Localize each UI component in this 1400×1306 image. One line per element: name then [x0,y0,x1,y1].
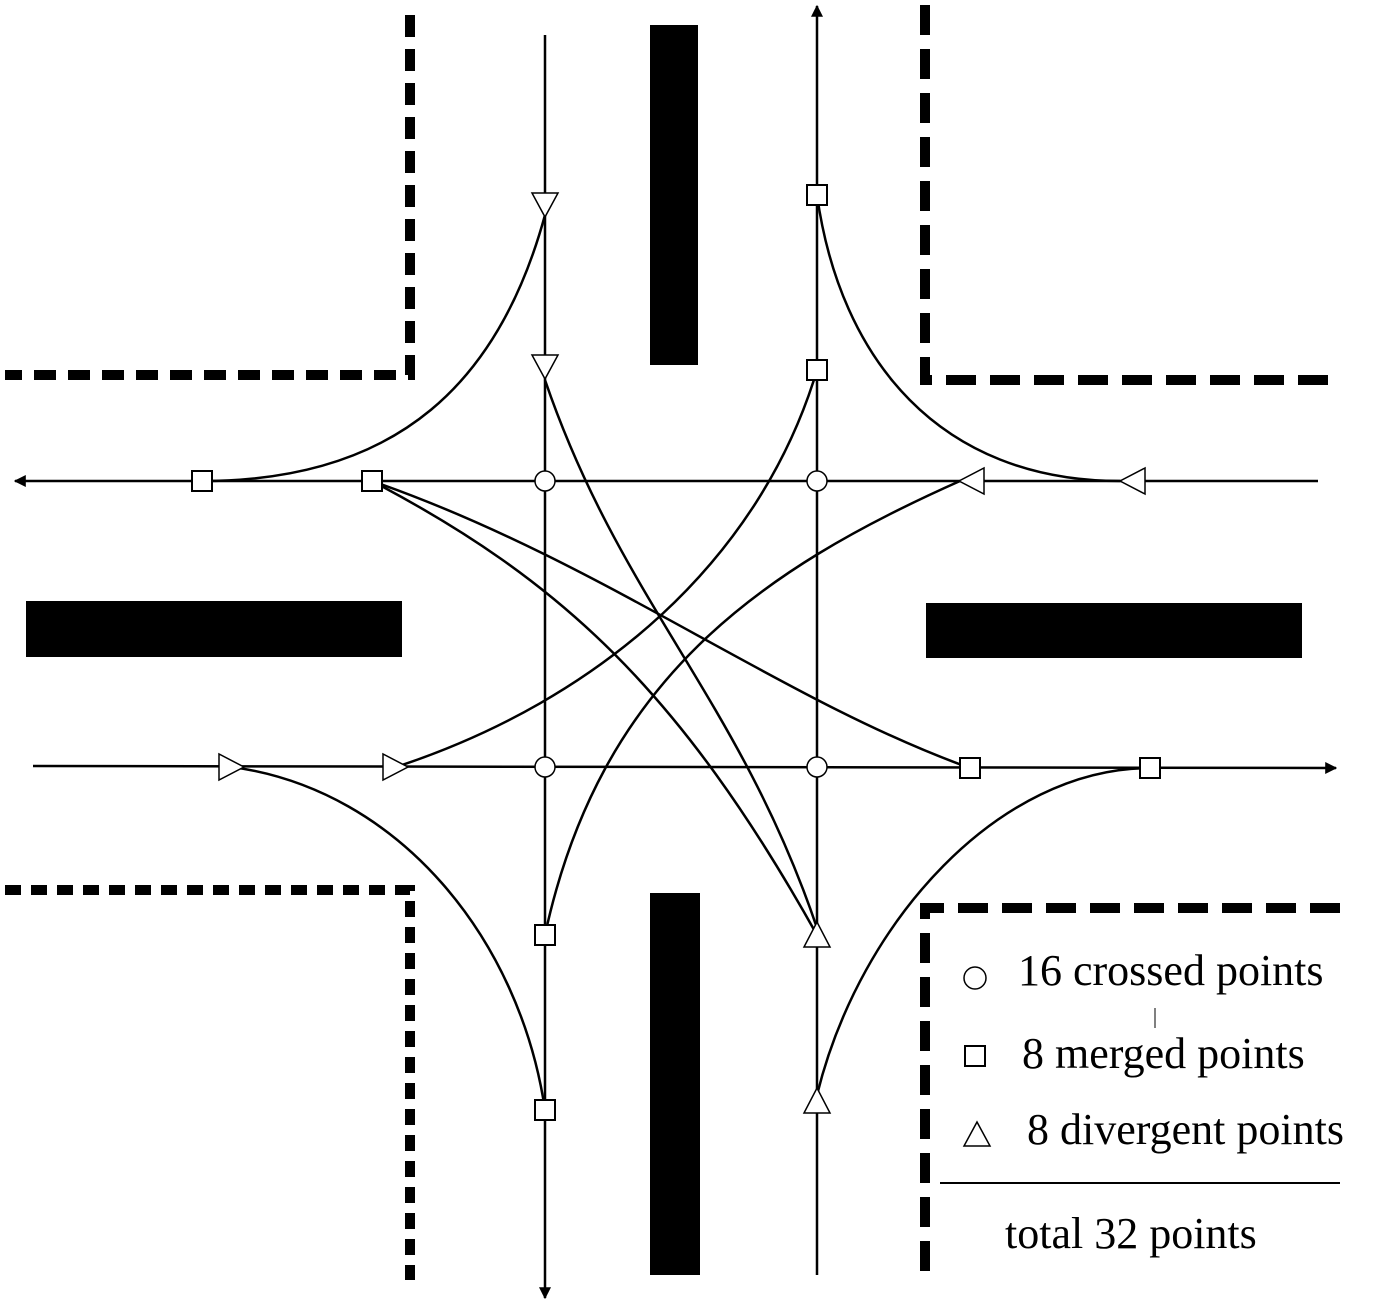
merged-points [191,184,1161,1121]
medians [26,25,1302,1275]
crossed-point [534,756,556,778]
wb-left-turn [543,479,961,936]
divergent-point [802,1086,832,1114]
merged-point [191,470,213,492]
sb-left-turn [543,379,819,929]
crossed-point [806,470,828,492]
curb-bottom-right [920,903,1340,1280]
merged-point [806,184,828,206]
crossed-point [534,470,556,492]
divergent-point [957,466,985,496]
merged-point [534,924,556,946]
divergent-point [218,752,246,782]
nb-right-turn [815,766,1151,1096]
legend-circle-icon [963,966,987,990]
sb-right-turn [201,214,547,483]
legend-merged-label: 8 merged points [1022,1029,1305,1078]
turning-movements [201,194,1151,1111]
median-south [650,893,700,1275]
divergent-point [802,920,832,948]
legend-total-label: total 32 points [1005,1209,1257,1258]
merged-point [806,359,828,381]
curb-top-right [920,5,1340,385]
merged-point [534,1099,556,1121]
curb-corners [5,5,1340,1280]
merged-point [361,470,383,492]
legend-divergent-label: 8 divergent points [1027,1105,1344,1154]
merged-point [1139,757,1161,779]
median-east [926,603,1302,658]
merged-point [959,757,981,779]
divergent-point [530,192,560,219]
curb-top-left [5,15,415,380]
legend-triangle-icon [962,1120,992,1147]
divergent-point [530,354,560,381]
median-north [650,25,698,365]
divergent-points [218,192,1146,1114]
legend: 16 crossed points 8 merged points 8 dive… [940,946,1344,1258]
turn-connector-1 [371,479,971,770]
eb-left-turn [395,369,819,769]
eastbound-lane [32,761,1338,774]
legend-crossed-label: 16 crossed points [1018,946,1324,995]
divergent-point [1118,466,1146,496]
divergent-point [382,752,410,782]
curb-bottom-left [5,885,415,1280]
nb-left-turn [371,479,819,936]
median-west [26,601,402,657]
crossed-point [806,756,828,778]
eb-right-turn [231,765,547,1111]
wb-right-turn [815,194,1121,483]
legend-square-icon [964,1045,986,1067]
crossed-points [534,470,828,778]
